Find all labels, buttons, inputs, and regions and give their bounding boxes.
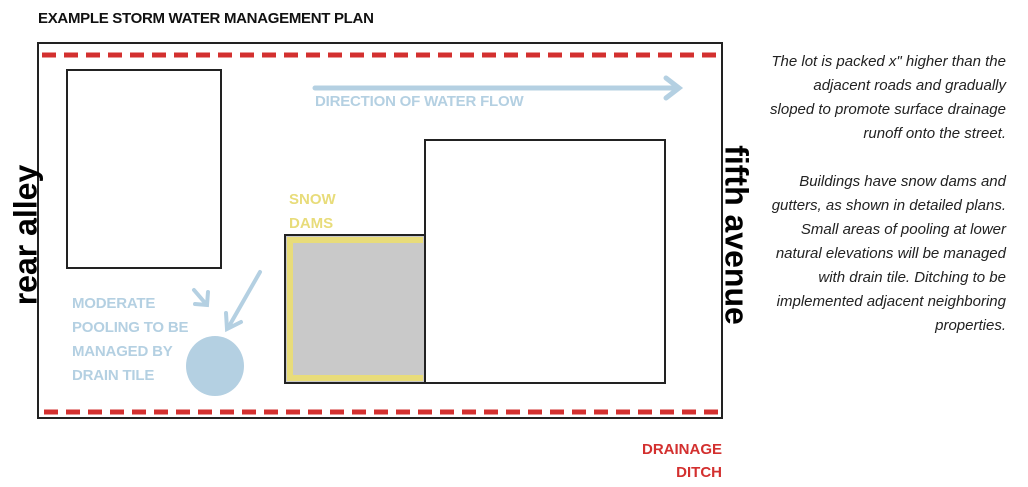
plan-notes: The lot is packed x" higher than the adj… <box>766 50 1006 362</box>
ditch-line: DRAINAGE <box>641 441 722 458</box>
rear-alley-label: rear alley <box>7 164 44 306</box>
pooling-line: POOLING TO BE <box>72 319 189 336</box>
pooling-arrow-small <box>192 288 210 308</box>
snow-dams-line: SNOW <box>289 191 336 208</box>
building-right <box>424 139 666 384</box>
drain-tile-pool <box>186 336 244 396</box>
pooling-line: MODERATE <box>72 295 156 312</box>
water-flow-arrow <box>312 75 684 101</box>
drainage-ditch-label: DRAINAGE DITCH <box>642 438 722 484</box>
diagram-title: EXAMPLE STORM WATER MANAGEMENT PLAN <box>38 10 374 27</box>
water-flow-label: DIRECTION OF WATER FLOW <box>315 93 524 110</box>
note-paragraph: The lot is packed x" higher than the adj… <box>770 53 1006 142</box>
snow-dams-label: SNOW DAMS <box>289 188 336 236</box>
snow-dam-outline <box>287 237 423 381</box>
snow-dams-line: DAMS <box>289 215 334 232</box>
pooling-line: MANAGED BY <box>72 343 173 360</box>
ditch-line: DITCH <box>676 464 722 481</box>
building-left <box>66 69 222 269</box>
fifth-avenue-label: fifth avenue <box>718 145 755 325</box>
building-snow-dams <box>284 234 426 384</box>
pooling-label: MODERATE POOLING TO BE MANAGED BY DRAIN … <box>72 292 189 388</box>
pooling-line: DRAIN TILE <box>72 367 155 384</box>
pooling-arrow-long <box>224 270 262 333</box>
lot-boundary <box>37 42 723 419</box>
note-paragraph: Buildings have snow dams and gutters, as… <box>771 173 1006 334</box>
